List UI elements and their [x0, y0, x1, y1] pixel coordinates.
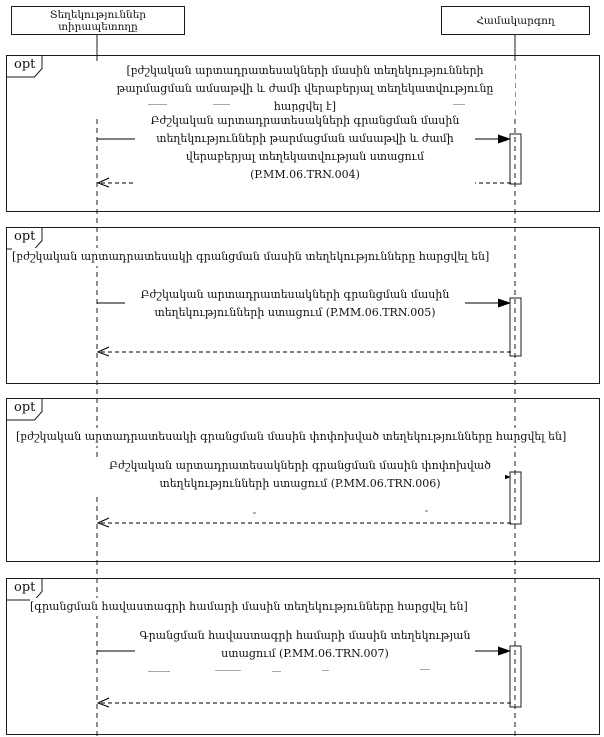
opt-fragment-4: opt: [6, 578, 600, 735]
message-label-1: Բժշկական արտադրատեսակների գրանցման մասին…: [135, 112, 475, 184]
opt-operator: opt: [14, 400, 36, 415]
artifact-mark: [272, 671, 281, 672]
opt-fragment-1: opt: [6, 55, 600, 212]
return-arrow-4: [96, 697, 511, 708]
artifact-mark: [420, 669, 430, 670]
artifact-mark: [425, 510, 428, 512]
actor-label: Համակարգող: [476, 14, 555, 27]
message-label-3: Բժշկական արտադրատեսակների գրանցման մասին…: [95, 457, 505, 493]
guard-condition-4: [գրանցման հավաստագրի համարի մասին տեղեկո…: [30, 598, 468, 616]
return-arrow-2: [96, 346, 511, 357]
artifact-mark: [148, 104, 167, 105]
artifact-mark: [148, 671, 170, 672]
opt-operator: opt: [14, 580, 36, 595]
opt-tab-shape: [6, 398, 43, 421]
message-label-2: Բժշկական արտադրատեսակների գրանցման մասին…: [125, 286, 465, 322]
guard-condition-1: [բժշկական արտադրատեսակների մասին տեղեկու…: [95, 62, 515, 116]
opt-operator: opt: [14, 57, 36, 72]
artifact-mark: [213, 104, 230, 105]
artifact-mark: [322, 670, 329, 671]
artifact-mark: [253, 512, 256, 514]
opt-tab-shape: [6, 227, 43, 250]
return-arrow-3: [96, 517, 511, 528]
opt-tab-shape: [6, 578, 43, 601]
actor-information-holder: Տեղեկություններ տիրապետողը: [11, 6, 185, 35]
guard-condition-3: [բժշկական արտադրատեսակի գրանցման մասին փ…: [16, 428, 567, 446]
artifact-mark: [453, 104, 465, 105]
opt-operator: opt: [14, 229, 36, 244]
actor-label: Տեղեկություններ տիրապետողը: [49, 8, 147, 33]
opt-fragment-3: opt: [6, 398, 600, 562]
actor-coordinator: Համակարգող: [441, 6, 590, 35]
message-label-4: Գրանցման հավաստագրի համարի մասին տեղեկու…: [135, 627, 475, 663]
artifact-mark: [215, 670, 241, 671]
guard-condition-2: [բժշկական արտադրատեսակի գրանցման մասին տ…: [12, 248, 490, 266]
opt-tab-shape: [6, 55, 43, 78]
opt-fragment-2: opt: [6, 227, 600, 384]
